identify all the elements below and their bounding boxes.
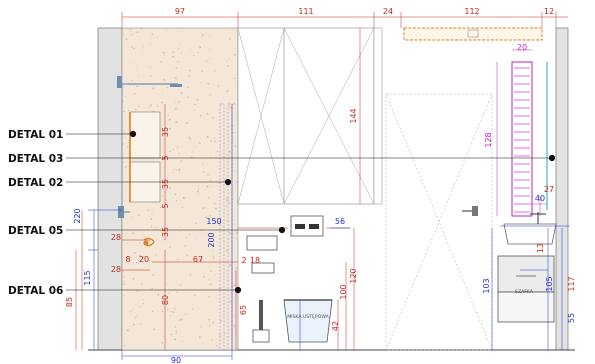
dim-value: 20 [517, 43, 527, 52]
dim-value: 28 [111, 265, 121, 274]
dim-value: 35 [161, 227, 170, 237]
dim-value: 220 [73, 208, 82, 223]
detail-label: DETAL 03 [8, 153, 63, 165]
dim-value: 24 [383, 7, 393, 16]
towel-radiator-icon [511, 61, 533, 217]
dim-value: 40 [535, 194, 545, 203]
dim-value: 150 [206, 217, 221, 226]
detail-label: DETAL 02 [8, 177, 63, 189]
dim-value: 111 [298, 7, 313, 16]
dimension-lines [75, 12, 568, 350]
detail-label: DETAL 06 [8, 285, 63, 297]
dim-value: 128 [484, 132, 493, 147]
detail-label: DETAL 05 [8, 225, 63, 237]
dim-value: 120 [349, 268, 358, 283]
shower-mixer-icon [118, 206, 130, 218]
dim-value: 18 [250, 256, 260, 265]
dim-value: 5 [161, 203, 170, 208]
shower-drain-icon [143, 237, 155, 247]
dim-value: 105 [545, 276, 554, 291]
dim-value: 42 [331, 321, 340, 331]
dim-value: 112 [464, 7, 479, 16]
dim-value: 103 [482, 278, 491, 293]
dim-value: 115 [83, 270, 92, 285]
dim-value: 8 [125, 255, 130, 264]
shower-head-icon [117, 76, 182, 210]
dim-value: 35 [161, 127, 170, 137]
toilet-brush-icon [252, 300, 270, 343]
wall-shelf-icon [246, 235, 278, 274]
blue-dimension-lines [88, 209, 570, 360]
dim-value: 12 [544, 7, 554, 16]
detail-labels: DETAL 01 DETAL 03 DETAL 02 DETAL 05 DETA… [8, 129, 63, 297]
dim-value: 67 [193, 255, 203, 264]
dim-value: 97 [175, 7, 185, 16]
dim-value: 117 [567, 276, 576, 291]
dim-value: 20 [139, 255, 149, 264]
toilet-icon: MISKA USTĘPOWA [283, 299, 333, 343]
dim-value: 90 [171, 356, 181, 364]
magenta-dimension-lines [496, 49, 546, 216]
dim-value: 65 [239, 305, 248, 315]
dim-value: 85 [65, 297, 74, 307]
door-handle-icon [462, 206, 478, 216]
door-opening [385, 93, 493, 351]
flush-plate-icon [290, 215, 324, 237]
dim-value: 144 [349, 108, 358, 123]
detail-label: DETAL 01 [8, 129, 63, 141]
sink-cabinet-icon: SZAFKA [497, 223, 557, 323]
dim-value: 55 [567, 313, 576, 323]
sink-tap-icon [530, 212, 546, 224]
dim-value: 35 [161, 179, 170, 189]
detail-leaders [66, 130, 556, 294]
dim-value: 200 [207, 232, 216, 247]
dim-value: 56 [335, 217, 345, 226]
dim-value: 80 [161, 295, 170, 305]
dim-value: 28 [111, 233, 121, 242]
dim-value: 5 [161, 155, 170, 160]
dim-value: 27 [544, 185, 554, 194]
dim-value: 2 [241, 256, 246, 265]
mirror-cabinet [403, 27, 543, 41]
dimension-values: 97 111 24 112 12 35 5 35 5 35 220 115 85… [65, 7, 576, 364]
dim-value: 13 [536, 243, 545, 253]
wc-panel [237, 27, 375, 205]
sink-cabinet-label: SZAFKA [515, 289, 534, 295]
dim-value: 100 [339, 284, 348, 299]
toilet-label: MISKA USTĘPOWA [287, 314, 329, 320]
